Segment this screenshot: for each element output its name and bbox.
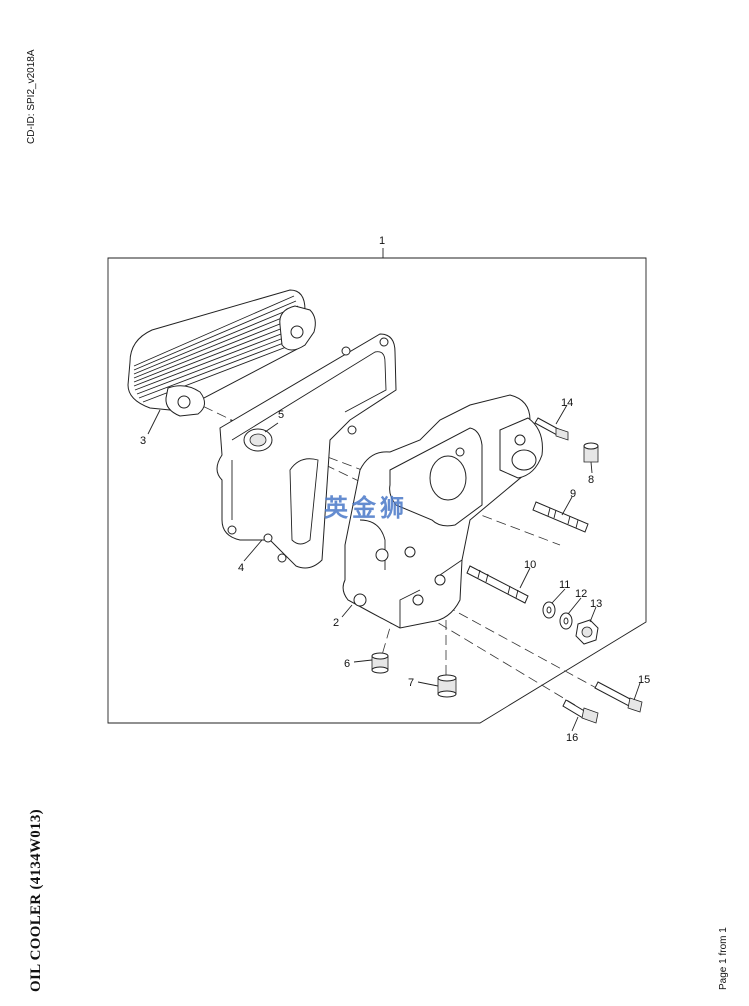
oil-cooler-core	[127, 289, 316, 417]
watermark-logo: 英金狮	[324, 494, 408, 522]
lock-washer-12	[559, 612, 573, 630]
callout-5: 5	[278, 409, 284, 421]
callout-13: 13	[590, 598, 602, 610]
callout-12: 12	[575, 588, 587, 600]
leader-lines	[147, 404, 641, 732]
washer-11	[542, 601, 556, 619]
callout-3: 3	[140, 435, 146, 447]
plug-7	[437, 674, 457, 698]
callout-11: 11	[559, 579, 570, 591]
callout-10: 10	[524, 559, 536, 571]
callout-4: 4	[238, 562, 244, 574]
callout-2: 2	[333, 617, 339, 629]
callout-7: 7	[408, 677, 414, 689]
oil-cooler-housing	[342, 394, 543, 629]
callout-16: 16	[566, 732, 578, 744]
callout-14: 14	[561, 397, 573, 409]
bolt-14	[534, 417, 569, 441]
plug-6	[371, 652, 389, 674]
stud-9	[532, 501, 589, 533]
stud-10	[466, 565, 529, 604]
seal-ring	[243, 428, 273, 452]
callout-1: 1	[379, 235, 385, 247]
callout-6: 6	[344, 658, 350, 670]
callout-8: 8	[588, 474, 594, 486]
callout-15: 15	[638, 674, 650, 686]
assembly-frame	[107, 257, 647, 724]
cooler-gasket	[216, 333, 397, 569]
callout-9: 9	[570, 488, 576, 500]
nut-13	[575, 619, 599, 645]
bolt-16	[562, 699, 599, 724]
plug-8	[583, 442, 599, 463]
bolt-15	[594, 681, 643, 713]
